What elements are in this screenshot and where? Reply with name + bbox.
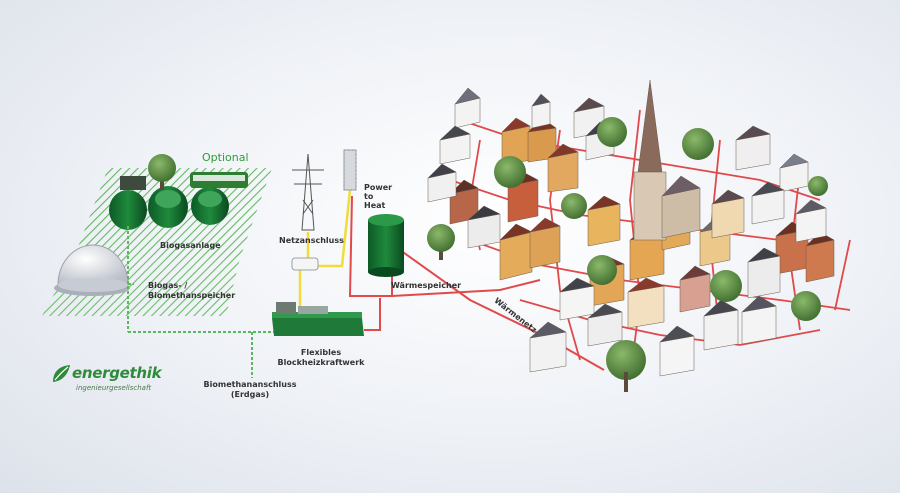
gas-line [127,226,274,378]
optional-label: Optional [202,151,249,164]
p2h-label-line2: to [364,192,374,201]
p2h-label-line3: Heat [364,201,386,210]
netzanschluss-label: Netzanschluss [279,236,344,245]
tree-biogas [148,154,176,190]
transformer [291,257,319,271]
power-line [298,189,352,314]
bma-label-line1: Biomethananschluss [203,380,297,389]
town-buildings [427,87,835,377]
power-to-heat-tank [343,149,357,191]
heat-network-trunk [348,195,605,371]
speicher-label-line1: Biogas- / [148,281,188,290]
tree-storage [427,224,455,260]
bhkw-label-line2: Blockheizkraftwerk [277,358,365,367]
speicher-label-line2: Biomethanspeicher [148,291,236,300]
logo-wordmark: energethik [72,364,162,382]
town-trees [494,117,828,392]
logo-tagline: ingenieurgesellschaft [76,384,152,392]
biogasanlage-label: Biogasanlage [160,241,221,250]
chp-plant [272,302,364,336]
biogas-storage [54,244,130,296]
bma-label-line2: (Erdgas) [230,390,270,399]
heat-storage-tank [368,214,404,277]
company-logo: energethik ingenieurgesellschaft [50,363,170,403]
p2h-label-line1: Power [364,183,393,192]
pylon [292,153,324,231]
bhkw-label-line1: Flexibles [300,348,342,357]
leaf-icon [53,365,70,382]
church [633,79,701,241]
waermespeicher-label: Wärmespeicher [391,281,462,290]
biogas-plant [109,172,248,230]
